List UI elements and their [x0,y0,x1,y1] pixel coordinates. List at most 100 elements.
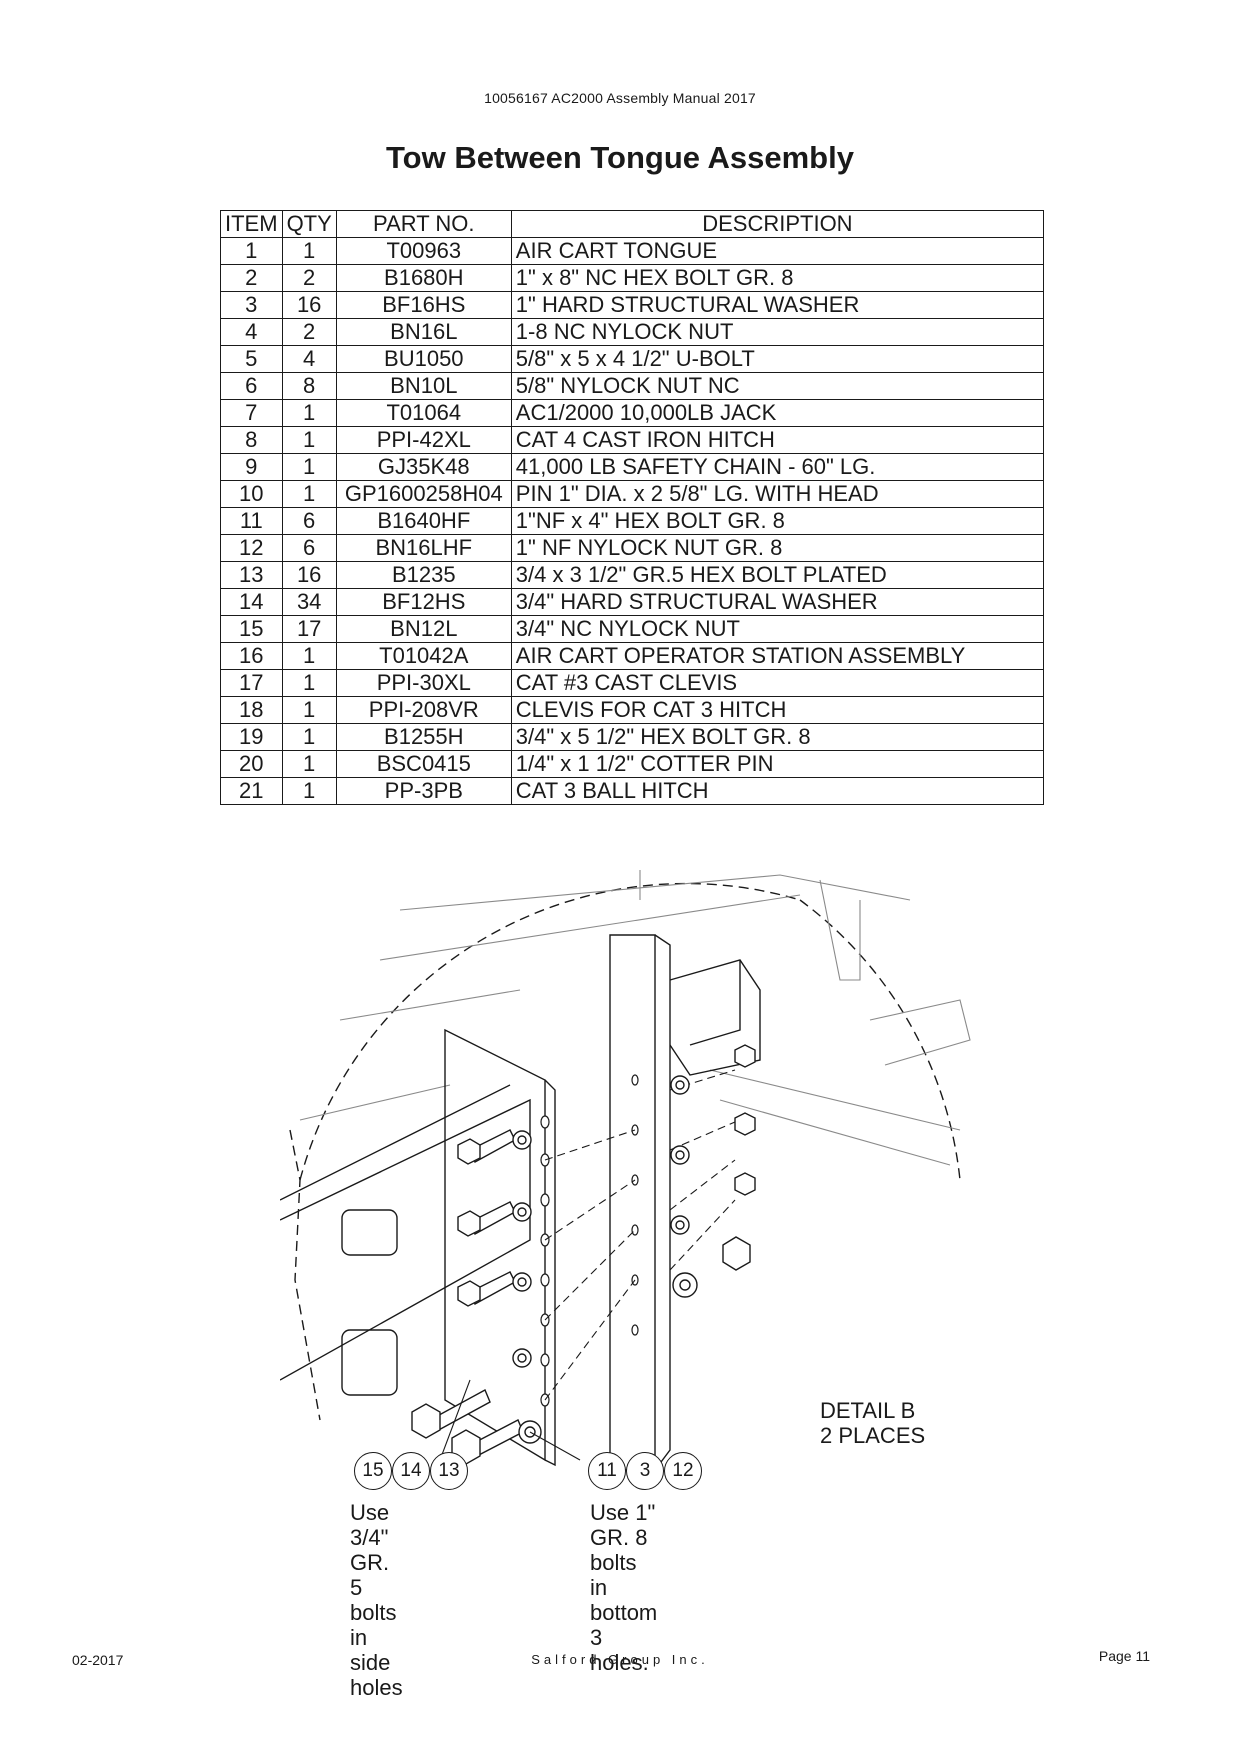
item-cell: 7 [220,399,283,427]
footer-date: 02-2017 [72,1652,124,1668]
footer-company: Salford Group Inc. [531,1652,709,1667]
column-header-part-no: PART NO. [335,210,512,238]
qty-cell: 1 [281,642,337,670]
qty-cell: 1 [281,480,337,508]
item-cell: 1 [220,237,283,265]
item-cell: 8 [220,426,283,454]
qty-cell: 6 [281,534,337,562]
item-cell: 9 [220,453,283,481]
description-cell: CLEVIS FOR CAT 3 HITCH [510,696,1045,724]
description-cell: 3/4 x 3 1/2" GR.5 HEX BOLT PLATED [510,561,1045,589]
item-cell: 20 [220,750,283,778]
bolt [457,1201,516,1237]
qty-cell: 1 [281,777,337,805]
item-cell: 16 [220,642,283,670]
description-cell: 5/8" NYLOCK NUT NC [510,372,1045,400]
description-cell: 1"NF x 4" HEX BOLT GR. 8 [510,507,1045,535]
description-cell: 3/4" NC NYLOCK NUT [510,615,1045,643]
item-cell: 19 [220,723,283,751]
item-cell: 13 [220,561,283,589]
note-left-line2: bolts in side holes [350,1600,403,1700]
qty-cell: 8 [281,372,337,400]
detail-label-line1: DETAIL B [820,1398,916,1423]
description-cell: 41,000 LB SAFETY CHAIN - 60" LG. [510,453,1045,481]
column-header-description: DESCRIPTION [510,210,1045,238]
item-cell: 15 [220,615,283,643]
item-cell: 21 [220,777,283,805]
item-cell: 5 [220,345,283,373]
description-cell: 1" NF NYLOCK NUT GR. 8 [510,534,1045,562]
item-cell: 3 [220,291,283,319]
callout-balloon: 12 [664,1452,702,1490]
part-no-cell: T01042A [335,642,512,670]
bolt [457,1271,516,1307]
part-no-cell: B1255H [335,723,512,751]
qty-cell: 1 [281,237,337,265]
qty-cell: 2 [281,318,337,346]
part-no-cell: B1680H [335,264,512,292]
part-no-cell: BU1050 [335,345,512,373]
part-no-cell: BF12HS [335,588,512,616]
part-no-cell: T01064 [335,399,512,427]
callout-balloon: 3 [626,1452,664,1490]
qty-cell: 1 [281,669,337,697]
part-no-cell: GJ35K48 [335,453,512,481]
qty-cell: 17 [281,615,337,643]
description-cell: PIN 1" DIA. x 2 5/8" LG. WITH HEAD [510,480,1045,508]
part-no-cell: BN12L [335,615,512,643]
qty-cell: 4 [281,345,337,373]
qty-cell: 1 [281,426,337,454]
bolt-paths [544,1069,736,1401]
qty-cell: 1 [281,696,337,724]
bolt [411,1389,491,1439]
part-no-cell: PPI-30XL [335,669,512,697]
item-cell: 10 [220,480,283,508]
callout-balloon: 11 [588,1452,626,1490]
note-right: Use 1" GR. 8 bolts in bottom 3 holes. [590,1500,657,1675]
bolt-group-left [411,1129,542,1465]
document-header: 10056167 AC2000 Assembly Manual 2017 [484,90,756,106]
detail-label-line2: 2 PLACES [820,1423,926,1448]
part-no-cell: PPI-42XL [335,426,512,454]
frame-background [299,870,971,1166]
part-no-cell: BSC0415 [335,750,512,778]
description-cell: 3/4" x 5 1/2" HEX BOLT GR. 8 [510,723,1045,751]
item-cell: 17 [220,669,283,697]
description-cell: 1" x 8" NC HEX BOLT GR. 8 [510,264,1045,292]
note-left-line1: Use 3/4" GR. 5 [350,1500,390,1600]
part-no-cell: B1235 [335,561,512,589]
qty-cell: 1 [281,750,337,778]
description-cell: 1/4" x 1 1/2" COTTER PIN [510,750,1045,778]
part-no-cell: BN16LHF [335,534,512,562]
note-right-line1: Use 1" GR. 8 bolts [590,1500,656,1575]
item-cell: 11 [220,507,283,535]
part-no-cell: B1640HF [335,507,512,535]
table-header-row: ITEM QTY PART NO. DESCRIPTION [220,210,1045,238]
description-cell: AIR CART OPERATOR STATION ASSEMBLY [510,642,1045,670]
item-cell: 2 [220,264,283,292]
qty-cell: 34 [281,588,337,616]
column-header-qty: QTY [281,210,337,238]
item-cell: 18 [220,696,283,724]
callout-balloon: 13 [430,1452,468,1490]
qty-cell: 1 [281,399,337,427]
part-no-cell: PP-3PB [335,777,512,805]
note-left: Use 3/4" GR. 5 bolts in side holes [350,1500,403,1700]
